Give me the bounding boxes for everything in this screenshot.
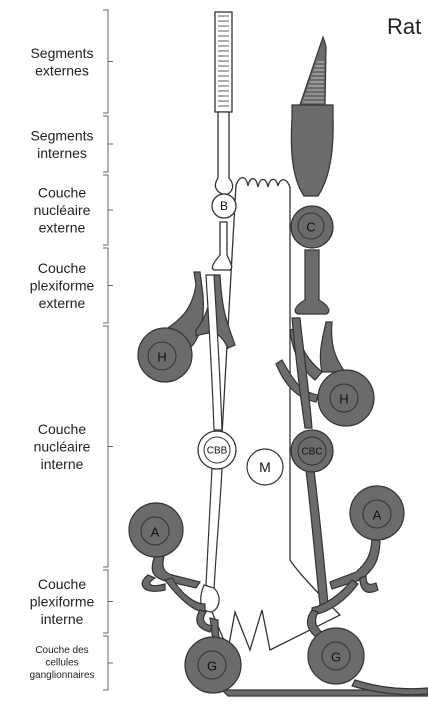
bracket-couche-plexiforme-interne [103, 570, 113, 633]
bracket-couche-plexiforme-externe [103, 248, 113, 323]
layer-label-couche-plexiforme-externe-line-2: plexiforme [30, 278, 95, 294]
layer-label-couche-nucleaire-externe-line-2: nucléaire [34, 202, 91, 218]
bracket-couche-nucleaire-externe [103, 175, 113, 245]
layer-label-couche-cellules-ganglionnaires-line-3: ganglionnaires [29, 670, 94, 681]
bracket-couche-nucleaire-interne [103, 326, 113, 567]
rod-bipolar-label: CBB [207, 446, 228, 457]
bracket-segments-externes [103, 10, 113, 113]
bracket-segments-internes [103, 116, 113, 172]
diagram-title: Rat [387, 14, 421, 39]
ganglion-cell-left-label: G [207, 659, 217, 674]
layer-label-couche-nucleaire-externe-line-3: externe [39, 220, 86, 236]
horizontal-cell-left-label: H [157, 350, 166, 365]
layer-label-segments-externes-line-2: externes [35, 62, 89, 78]
ganglion-cell-right-label: G [331, 650, 341, 665]
layer-label-couche-plexiforme-interne-line-2: plexiforme [30, 594, 95, 610]
cone-photoreceptor [291, 37, 333, 314]
rod-cell-body-label: B [220, 199, 228, 213]
amacrine-cell-right-label: A [373, 508, 382, 523]
layer-label-couche-nucleaire-interne-line-3: interne [41, 456, 84, 472]
layer-brackets [103, 10, 113, 690]
rod-photoreceptor [212, 12, 232, 270]
layer-label-segments-externes-line-1: Segments [30, 45, 93, 61]
layer-label-couche-plexiforme-externe-line-1: Couche [38, 260, 86, 276]
layer-label-couche-cellules-ganglionnaires-line-1: Couche des [35, 645, 88, 656]
layer-label-couche-plexiforme-interne-line-3: interne [41, 611, 84, 627]
muller-cell-label: M [259, 459, 271, 475]
cone-bipolar-label: CBC [301, 447, 322, 458]
layer-label-couche-nucleaire-interne-line-2: nucléaire [34, 439, 91, 455]
layer-label-couche-cellules-ganglionnaires-line-2: cellules [45, 658, 78, 669]
cone-cell-body-label: C [306, 220, 315, 235]
amacrine-cell-left-label: A [151, 525, 160, 540]
bracket-couche-cellules-ganglionnaires [103, 636, 113, 690]
layer-label-couche-plexiforme-externe-line-3: externe [39, 295, 86, 311]
layer-label-couche-nucleaire-interne-line-1: Couche [38, 421, 86, 437]
layer-label-segments-internes-line-2: internes [37, 145, 87, 161]
horizontal-cell-right [276, 322, 374, 426]
horizontal-cell-right-label: H [339, 392, 348, 407]
layer-label-segments-internes-line-1: Segments [30, 127, 93, 143]
amacrine-cell-left [129, 503, 205, 612]
layer-labels: SegmentsexternesSegmentsinternesCouchenu… [29, 45, 94, 681]
layer-label-couche-plexiforme-interne-line-1: Couche [38, 576, 86, 592]
layer-label-couche-nucleaire-externe-line-1: Couche [38, 185, 86, 201]
